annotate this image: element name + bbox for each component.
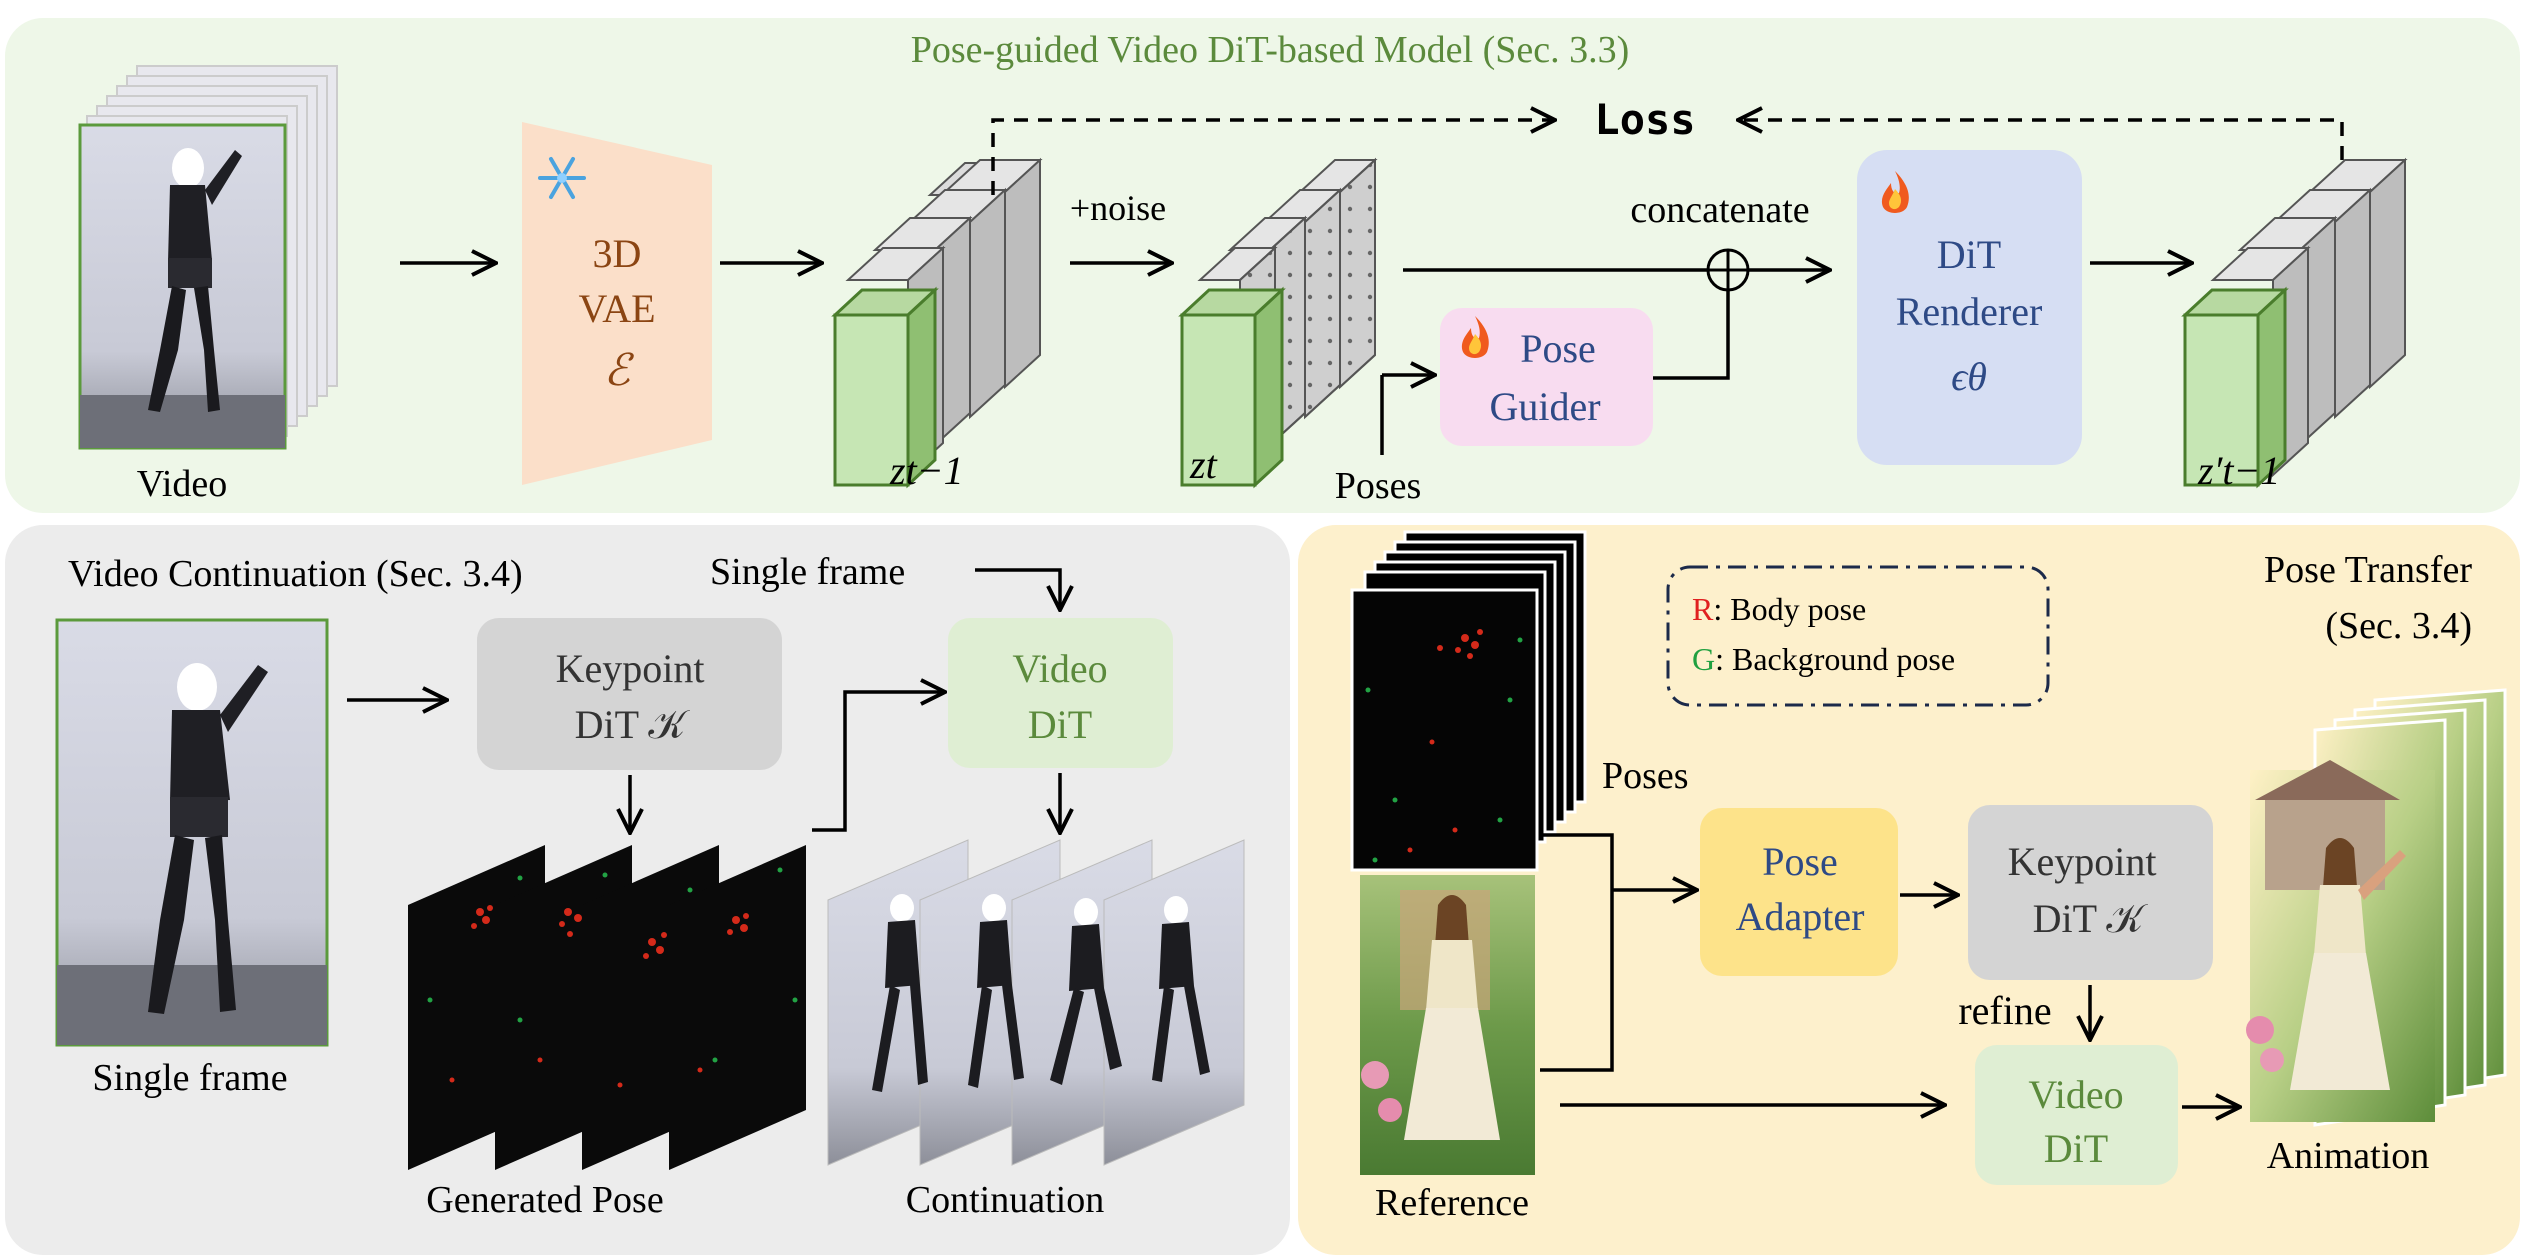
top-panel-title: Pose-guided Video DiT-based Model (Sec. … <box>911 29 1630 71</box>
latent-z-prev <box>831 157 1043 489</box>
transfer-panel: Pose Transfer (Sec. 3.4) R: Body pose G:… <box>1298 525 2520 1255</box>
vae-label-line2: VAE <box>578 286 655 331</box>
video-dit-block-continuation: Video DiT <box>948 618 1173 768</box>
vae-symbol: ℰ <box>604 346 635 395</box>
loss-label: Loss <box>1594 95 1695 144</box>
concatenate-label: concatenate <box>1630 189 1809 231</box>
generated-pose-frames <box>408 845 806 1170</box>
keypoint-dit-block-transfer: Keypoint DiT 𝒦 <box>1968 805 2213 980</box>
keypoint-dit-block: Keypoint DiT 𝒦 <box>477 618 782 770</box>
animation-frame-stack <box>2246 688 2507 1127</box>
reference-label: Reference <box>1375 1182 1529 1224</box>
video-dit-transfer-line2: DiT <box>2044 1126 2108 1171</box>
keypoint-dit-line1: Keypoint <box>556 646 705 691</box>
snowflake-icon <box>538 157 586 199</box>
latent-z-prev-label: zt−1 <box>889 448 964 493</box>
pose-guider-line1: Pose <box>1520 326 1596 371</box>
single-frame-input-label: Single frame <box>710 551 905 593</box>
pose-frame-stack <box>1350 530 1587 872</box>
video-label: Video <box>137 463 228 505</box>
single-frame-caption: Single frame <box>92 1057 287 1099</box>
poses-input-label: Poses <box>1335 465 1422 507</box>
animation-frame-main <box>2246 760 2435 1122</box>
pose-color-legend: R: Body pose G: Background pose <box>1666 565 2050 707</box>
continuation-frames <box>827 839 1245 1166</box>
legend-r-key: R <box>1692 591 1714 627</box>
continuation-panel: Video Continuation (Sec. 3.4) Single fra… <box>5 525 1290 1255</box>
legend-g-text: : Background pose <box>1715 641 1955 677</box>
top-panel: Pose-guided Video DiT-based Model (Sec. … <box>5 18 2520 513</box>
refine-label: refine <box>1958 988 2051 1033</box>
generated-pose-label: Generated Pose <box>426 1179 663 1221</box>
pose-guider-line2: Guider <box>1489 384 1600 429</box>
pose-adapter-line1: Pose <box>1762 839 1838 884</box>
dancer-figure <box>148 148 242 412</box>
transfer-poses-label: Poses <box>1602 755 1689 797</box>
pose-guider-block: Pose Guider <box>1440 308 1653 446</box>
continuation-title: Video Continuation (Sec. 3.4) <box>68 553 523 595</box>
animation-label: Animation <box>2267 1135 2430 1177</box>
video-dit-transfer-line1: Video <box>2028 1072 2123 1117</box>
noise-label: +noise <box>1070 188 1166 228</box>
transfer-title-line2: (Sec. 3.4) <box>2325 605 2472 647</box>
dit-renderer-symbol: ϵθ <box>1951 354 1987 399</box>
video-frame-image <box>78 123 287 450</box>
pose-adapter-line2: Adapter <box>1736 894 1865 939</box>
svg-text:R: Body pose: R: Body pose <box>1692 591 1866 627</box>
svg-text:G: Background pose: G: Background pose <box>1692 641 1955 677</box>
legend-r-text: : Body pose <box>1713 591 1866 627</box>
dit-renderer-line1: DiT <box>1937 232 2001 277</box>
latent-z-out-label: z′t−1 <box>2197 448 2280 493</box>
fire-icon <box>1881 171 1909 213</box>
concat-operator-icon <box>1706 248 1750 292</box>
pose-adapter-block: Pose Adapter <box>1700 808 1898 976</box>
latent-z-out <box>2181 157 2408 489</box>
video-dit-line1: Video <box>1012 646 1107 691</box>
fire-icon <box>1461 316 1489 358</box>
continuation-label: Continuation <box>906 1179 1104 1221</box>
legend-g-key: G <box>1692 641 1715 677</box>
transfer-title-line1: Pose Transfer <box>2264 549 2472 591</box>
keypoint-dit-transfer-line1: Keypoint <box>2008 839 2157 884</box>
latent-z-t <box>1178 157 1378 489</box>
reference-image <box>1360 875 1535 1175</box>
vae-label-line1: 3D <box>593 231 642 276</box>
keypoint-dit-line2: DiT 𝒦 <box>575 702 691 747</box>
video-dit-block-transfer: Video DiT <box>1975 1045 2178 1185</box>
keypoint-dit-transfer-line2: DiT 𝒦 <box>2033 896 2149 941</box>
vae-encoder-block: 3D VAE ℰ <box>522 122 712 485</box>
video-frame-stack <box>78 65 338 450</box>
dit-renderer-block: DiT Renderer ϵθ <box>1857 150 2082 465</box>
latent-z-t-label: zt <box>1189 442 1218 487</box>
dit-renderer-line2: Renderer <box>1896 289 2043 334</box>
video-dit-line2: DiT <box>1028 702 1092 747</box>
single-frame-image <box>55 618 329 1047</box>
